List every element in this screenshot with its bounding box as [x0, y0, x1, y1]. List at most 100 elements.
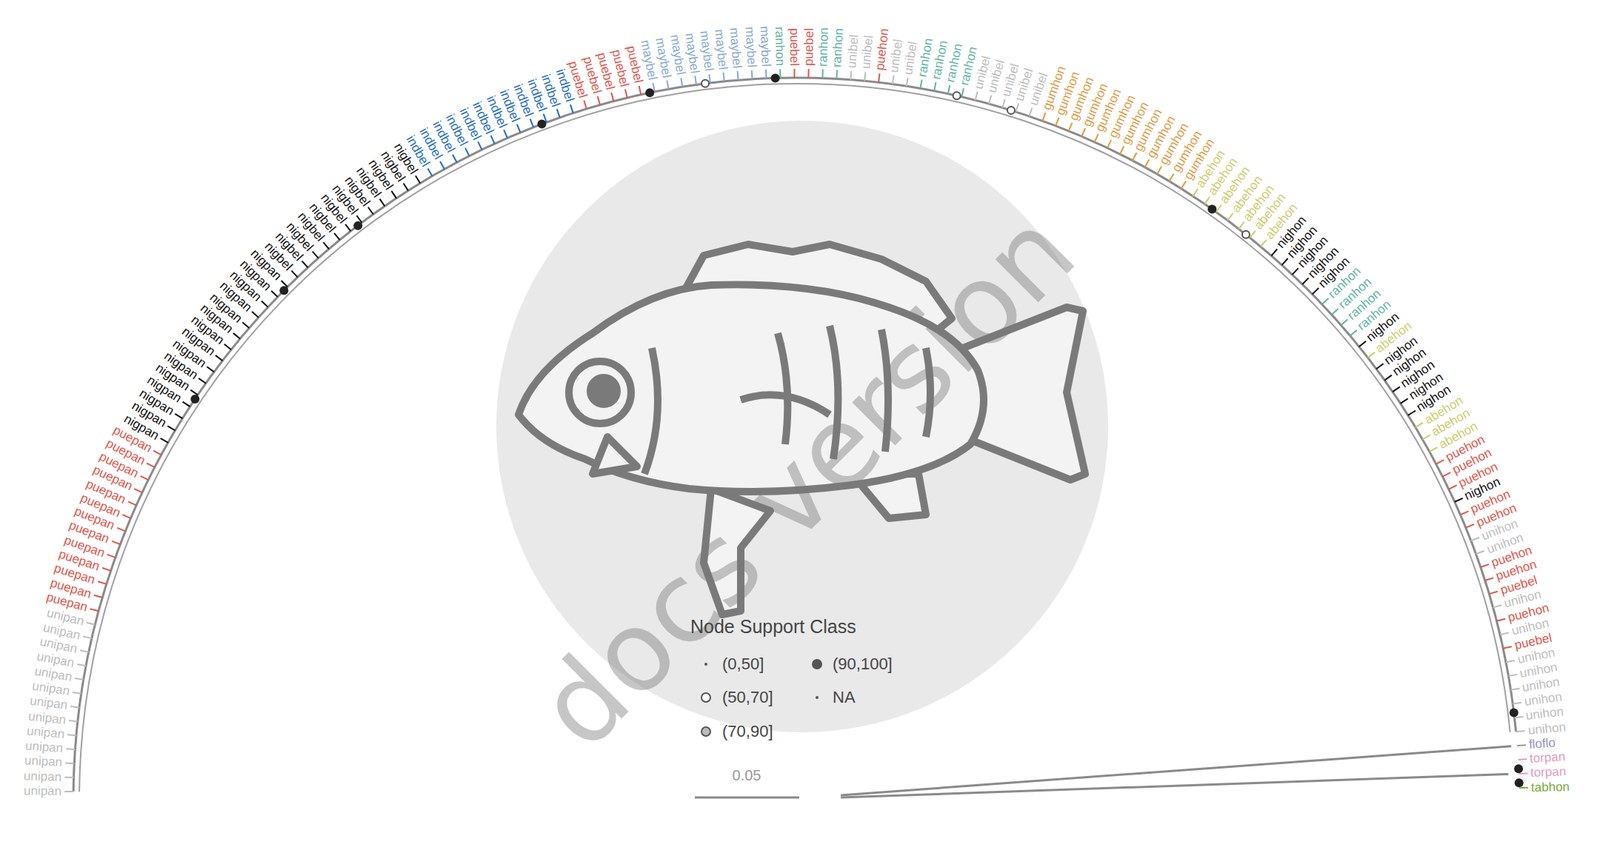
tip-branch [878, 73, 880, 83]
legend-label: (90,100] [832, 654, 893, 675]
tip-branch [334, 233, 340, 240]
tip-branch [77, 664, 86, 666]
tip-branch [793, 68, 795, 78]
legend-title: Node Support Class [690, 616, 857, 638]
tip-label: maybel [711, 28, 729, 71]
tip-branch [1376, 363, 1384, 369]
tip-branch [1500, 632, 1509, 635]
tip-branch [1400, 398, 1409, 404]
tip-branch [1055, 117, 1059, 126]
tip-branch [242, 322, 249, 329]
tip-branch [1415, 422, 1423, 428]
outgroup-branch [840, 746, 1512, 796]
tip-branch [1015, 103, 1019, 112]
tip-branch [611, 92, 614, 102]
tip-branch [233, 333, 240, 340]
legend-label: NA [832, 688, 856, 708]
tip-branch [215, 355, 223, 361]
tip-label: unipan [24, 754, 63, 771]
support-dot [190, 394, 200, 404]
tip-branch [391, 191, 398, 199]
tip-branch [1512, 702, 1522, 705]
tip-branch [291, 271, 298, 278]
tip-branch [368, 207, 374, 215]
tip-branch [1460, 511, 1469, 515]
tip-branch [1516, 731, 1526, 732]
tip-branch [128, 502, 137, 506]
tip-branch [779, 68, 781, 78]
tip-branch [517, 124, 521, 133]
tip-branch [597, 96, 600, 106]
tip-branch [1107, 140, 1112, 149]
support-dot [1242, 231, 1250, 239]
tip-branch [111, 541, 120, 545]
tip-label: unipan [27, 709, 67, 727]
support-dot [771, 73, 780, 83]
support-dot [953, 91, 961, 100]
tip-branch [1367, 352, 1375, 358]
support-dot [353, 221, 363, 231]
tip-branch [1519, 787, 1529, 789]
tip-branch [1227, 213, 1233, 221]
tip-branch [102, 568, 111, 572]
tip-branch [975, 91, 978, 101]
tip-branch [224, 344, 232, 350]
tip-branch [948, 85, 951, 95]
tip-branch [281, 280, 288, 288]
tip-label: torpan [1530, 765, 1567, 781]
tip-branch [1514, 717, 1524, 718]
tip-branch [1340, 319, 1348, 326]
legend-label: (0,50] [722, 654, 764, 675]
tip-branch [737, 71, 740, 80]
tip-branch [1068, 122, 1073, 132]
tip-branch [503, 129, 508, 138]
tip-branch [906, 77, 909, 87]
tip-branch [722, 72, 724, 82]
support-dot [1514, 764, 1523, 774]
tip-branch [1181, 181, 1186, 189]
tip-branch [380, 199, 386, 207]
tip-branch [64, 791, 74, 793]
tip-branch [174, 414, 183, 419]
tip-branch [1002, 99, 1005, 109]
tip-branch [90, 608, 100, 612]
tip-branch [1392, 386, 1400, 392]
tip-branch [1493, 605, 1503, 608]
tip-branch [440, 161, 445, 169]
tip-branch [1238, 222, 1244, 229]
support-dot [701, 80, 709, 88]
tip-branch [1422, 434, 1430, 440]
tip-branch [1454, 498, 1463, 503]
tip-branch [849, 71, 852, 80]
tip-branch [403, 182, 409, 191]
tip-branch [1145, 159, 1150, 168]
tip-branch [80, 650, 89, 652]
tip-label: unihon [1525, 705, 1565, 724]
tip-branch [1331, 308, 1339, 315]
tip-branch [1436, 460, 1445, 465]
tip-branch [961, 88, 964, 98]
tip-branch [920, 80, 922, 89]
tip-branch [198, 378, 206, 384]
tip-branch [765, 69, 767, 79]
tip-branch [1408, 410, 1416, 415]
tip-branch [261, 301, 269, 308]
tip-label: tabhon [1531, 780, 1570, 795]
support-dot [645, 88, 655, 98]
tip-branch [1094, 134, 1099, 143]
tip-branch [1193, 188, 1199, 197]
tip-branch [639, 85, 642, 95]
tip-label: puebel [802, 28, 817, 66]
tip-branch [68, 720, 78, 722]
tip-branch [67, 734, 77, 736]
tip-label: maybel [742, 26, 758, 69]
tip-label: unipan [25, 739, 64, 756]
tip-branch [107, 554, 116, 558]
tip-branch [1384, 375, 1392, 381]
tip-label: ranhon [816, 26, 832, 67]
tip-branch [557, 108, 560, 118]
tip-branch [1505, 660, 1515, 663]
tip-branch [530, 119, 534, 128]
support-dot [279, 285, 289, 295]
tip-branch [1518, 773, 1528, 775]
